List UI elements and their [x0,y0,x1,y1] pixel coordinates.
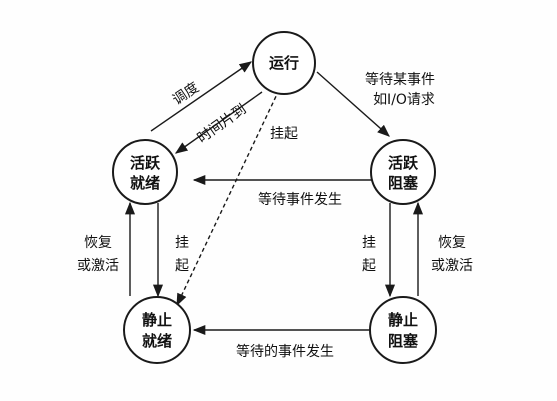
resume-blocked-label-line1: 恢复 [438,234,466,251]
dispatch-label: 调度 [170,80,202,109]
state-static-ready-line2: 就绪 [142,332,172,350]
state-active-ready-line1: 活跃 [130,154,161,172]
suspend-ready-label-line1: 挂 [175,235,189,251]
event-occurs-static-label: 等待的事件发生 [236,343,334,360]
state-static-ready-line1: 静止 [142,311,172,329]
state-active-blocked: 活跃 阻塞 [370,139,436,205]
state-static-ready: 静止 就绪 [123,296,191,364]
state-static-blocked: 静止 阻塞 [369,296,437,364]
suspend-ready-label-line2: 起 [175,258,189,274]
state-active-blocked-line1: 活跃 [388,154,419,172]
suspend-running-label: 挂起 [270,126,298,142]
wait-event-label-line1: 等待某事件 [365,71,435,88]
time-slice-arrow [174,91,263,154]
resume-ready-label-line2: 或激活 [77,257,119,274]
state-active-blocked-line2: 阻塞 [388,174,419,192]
state-active-ready: 活跃 就绪 [112,139,178,205]
resume-blocked-label-line2: 或激活 [431,257,473,274]
time-slice-label: 时间片到 [194,101,249,146]
wait-event-arrow [316,71,390,137]
state-running: 运行 [252,31,316,95]
state-static-blocked-line2: 阻塞 [388,332,419,350]
event-occurs-label: 等待事件发生 [258,191,342,208]
suspend-running-arrow [176,89,280,307]
suspend-blocked-label-line2: 起 [362,258,376,274]
state-running-label: 运行 [269,54,299,72]
resume-ready-label-line1: 恢复 [84,234,112,251]
state-active-ready-line2: 就绪 [130,174,160,192]
state-static-blocked-line1: 静止 [388,311,418,329]
dispatch-arrow [150,61,253,132]
suspend-blocked-label-line1: 挂 [362,235,376,251]
wait-event-label-line2: 如I/O请求 [373,92,435,108]
